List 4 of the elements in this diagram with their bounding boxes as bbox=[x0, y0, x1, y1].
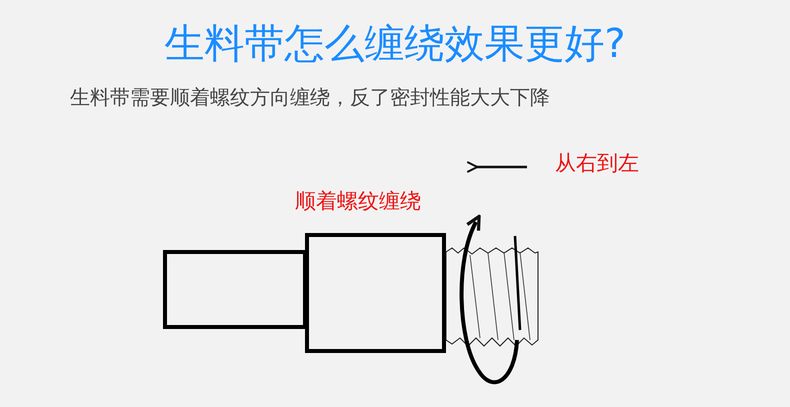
subtitle: 生料带需要顺着螺纹方向缠绕，反了密封性能大大下降 bbox=[70, 86, 550, 108]
annotation-label: 顺着螺纹缠绕 bbox=[295, 190, 421, 214]
title: 生料带怎么缠绕效果更好? bbox=[163, 22, 627, 66]
direction-label: 从右到左 bbox=[555, 152, 639, 176]
